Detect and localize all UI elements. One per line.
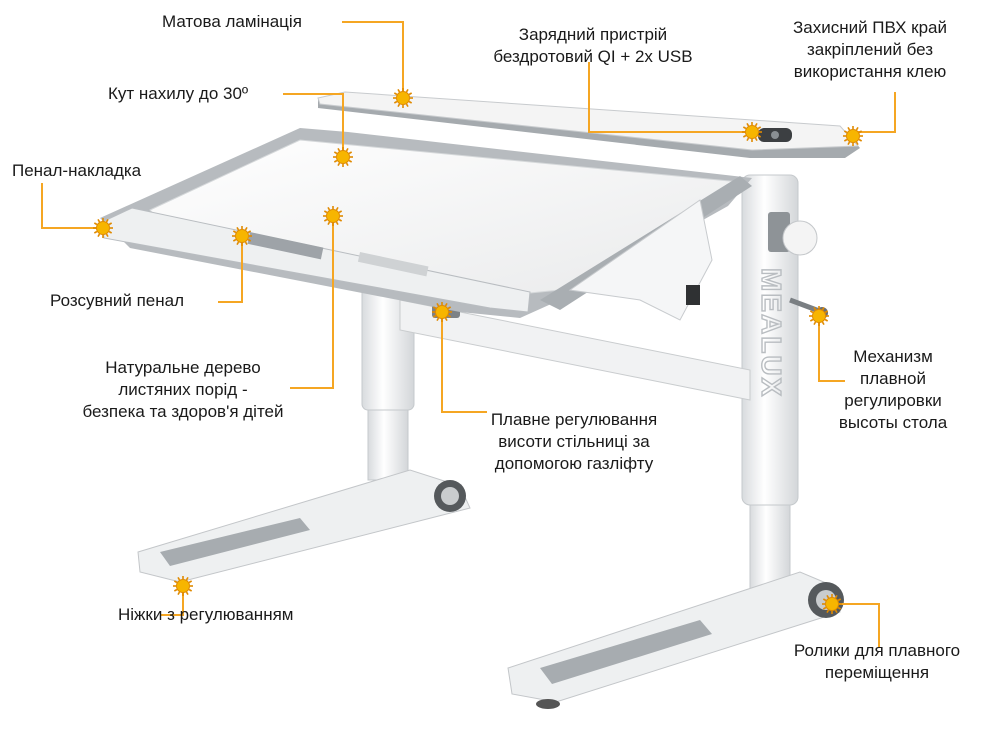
sun-marker-icon <box>809 306 829 326</box>
callout-pencil-overlay: Пенал-накладка <box>12 161 142 180</box>
callout-adjustable-legs: Ніжки з регулюванням <box>118 605 294 624</box>
callout-matte-lamination: Матова ламінація <box>162 12 302 31</box>
sun-marker-icon <box>843 126 863 146</box>
leader-lines <box>41 21 896 648</box>
callout-natural-wood: Натуральне дерево листяних порід - безпе… <box>82 358 284 421</box>
sun-marker-icon <box>232 226 252 246</box>
sun-marker-icon <box>742 122 762 142</box>
right-leg-column: MEALUX <box>741 174 828 591</box>
left-leg-column <box>361 279 751 481</box>
sun-markers <box>93 88 863 614</box>
sun-marker-icon <box>173 576 193 596</box>
left-foot <box>137 469 471 583</box>
sun-marker-icon <box>432 302 452 322</box>
sun-marker-icon <box>822 594 842 614</box>
sun-marker-icon <box>323 206 343 226</box>
callout-height-mechanism: Механизм плавной регулировки высоты стол… <box>838 347 948 432</box>
callout-rollers: Ролики для плавного переміщення <box>793 641 961 682</box>
callout-wireless-charger: Зарядний пристрій бездротовий QI + 2x US… <box>493 25 693 66</box>
callout-gas-lift: Плавне регулювання висоти стільниці за д… <box>490 410 658 473</box>
callout-sliding-pencil-case: Розсувний пенал <box>50 291 185 310</box>
sun-marker-icon <box>333 147 353 167</box>
leg-lettering: MEALUX <box>756 268 787 398</box>
callout-pvc-edge: Захисний ПВХ край закріплений без викори… <box>792 18 948 81</box>
callout-tilt-angle: Кут нахилу до 30º <box>108 84 249 103</box>
sun-marker-icon <box>93 218 113 238</box>
tilting-desktop <box>100 128 752 321</box>
sun-marker-icon <box>393 88 413 108</box>
